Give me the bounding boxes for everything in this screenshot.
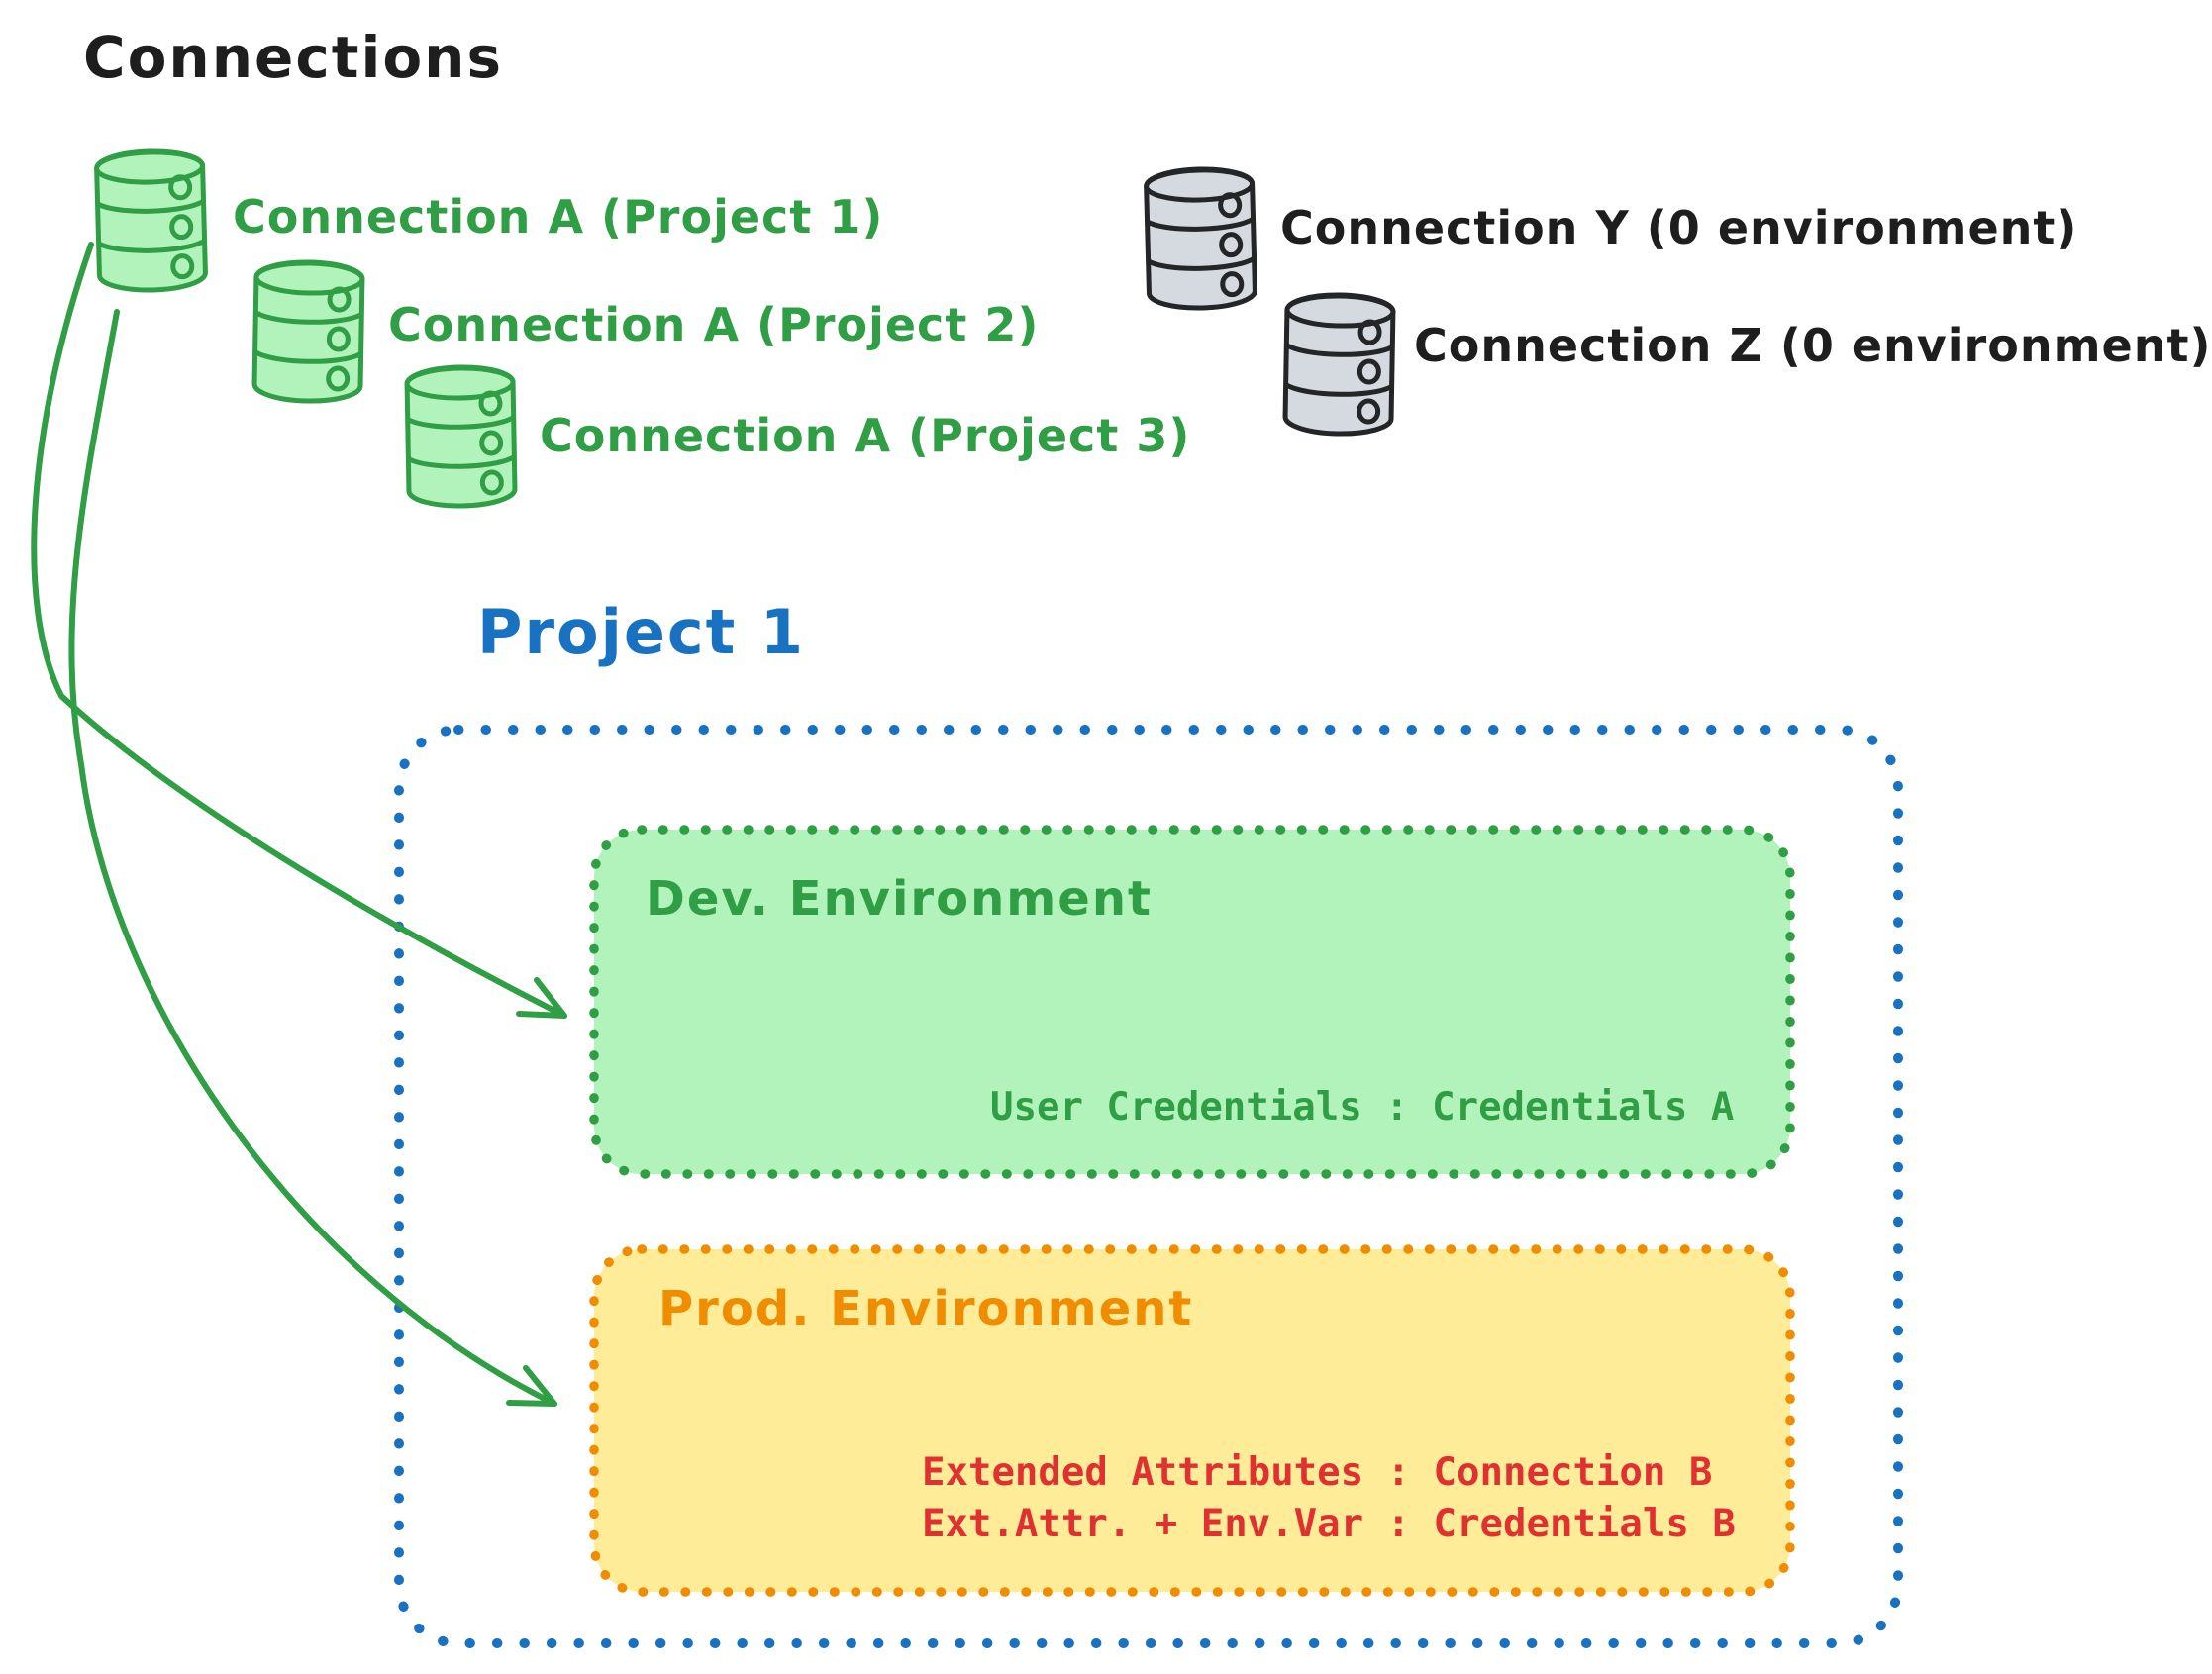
connection-y-label: Connection Y (0 environment) bbox=[1280, 201, 2078, 254]
project-1-title: Project 1 bbox=[477, 596, 806, 668]
dev-environment-title: Dev. Environment bbox=[646, 871, 1153, 927]
arrow-to-dev-environment bbox=[31, 242, 567, 1019]
connection-a-project-1-label: Connection A (Project 1) bbox=[233, 190, 884, 244]
page-title: Connections bbox=[83, 24, 503, 91]
connection-a-project-2-label: Connection A (Project 2) bbox=[388, 298, 1040, 351]
database-icon-connection-a-project-3 bbox=[406, 366, 516, 507]
dev-environment-credentials-mapping: User Credentials : Credentials A bbox=[990, 1085, 1735, 1130]
prod-mapping-ext-attr-env-var: Ext.Attr. + Env.Var : Credentials B bbox=[922, 1502, 1736, 1546]
connection-z-label: Connection Z (0 environment) bbox=[1414, 319, 2212, 372]
database-icon-connection-y bbox=[1146, 167, 1256, 310]
connection-a-project-3-label: Connection A (Project 3) bbox=[540, 409, 1191, 462]
prod-environment-title: Prod. Environment bbox=[658, 1281, 1194, 1336]
project-1-box bbox=[394, 725, 1903, 1648]
database-icon-connection-a-project-1 bbox=[96, 149, 206, 292]
prod-environment-mappings: Extended Attributes : Connection B Ext.A… bbox=[922, 1447, 1736, 1550]
dev-environment-box bbox=[589, 825, 1795, 1179]
prod-environment-box bbox=[589, 1244, 1795, 1597]
database-icon-connection-a-project-2 bbox=[253, 261, 363, 402]
arrow-to-prod-environment bbox=[68, 309, 557, 1407]
prod-mapping-extended-attributes: Extended Attributes : Connection B bbox=[922, 1450, 1713, 1495]
database-icon-connection-z bbox=[1284, 294, 1394, 435]
